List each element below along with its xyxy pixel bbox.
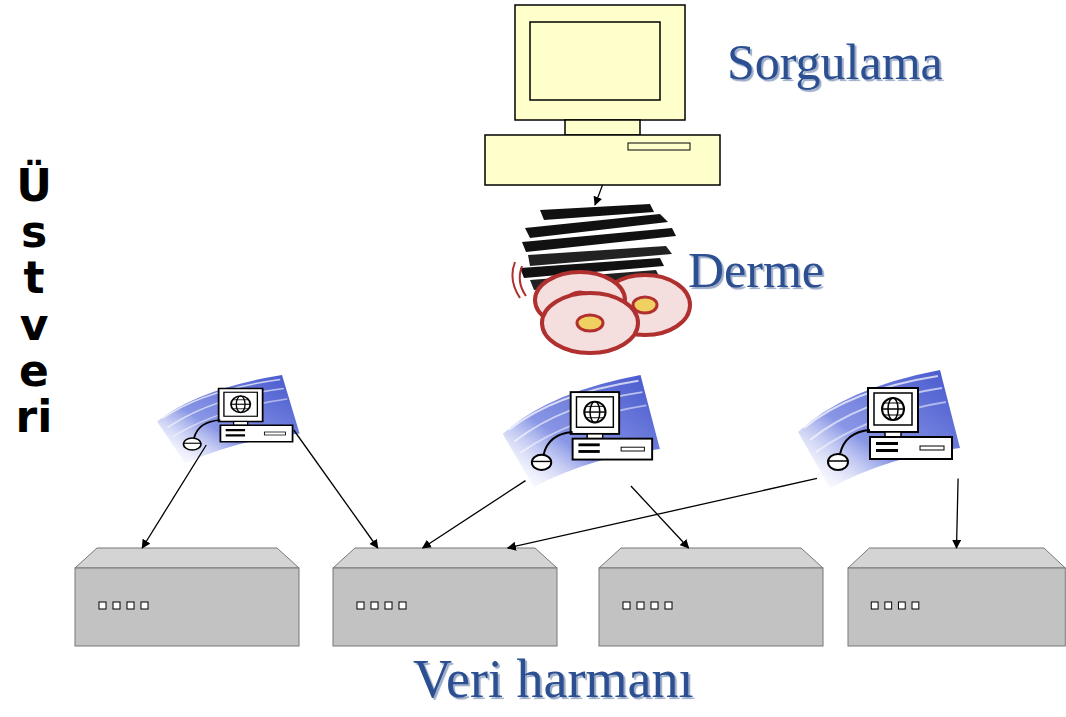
- data-store: [599, 548, 823, 646]
- vertical-label: Üstveri: [12, 163, 56, 440]
- arrow-connector: [595, 185, 603, 205]
- arrow-connector: [423, 481, 526, 548]
- network-computer: [157, 375, 300, 464]
- icon-node: Derme: [510, 205, 680, 355]
- node-label: Derme: [688, 245, 824, 295]
- icon-node: [333, 548, 557, 646]
- node-label: Sorgulama: [727, 37, 943, 87]
- query-computer: [485, 5, 720, 185]
- discs: [535, 272, 690, 353]
- network-computer: [798, 370, 960, 488]
- arrow-connector: [142, 445, 206, 548]
- data-store: [75, 548, 299, 646]
- icon-node: [510, 378, 665, 486]
- icon-node: [175, 385, 300, 460]
- network-computer: [503, 375, 660, 487]
- icon-node: [800, 372, 970, 484]
- arrow-connector: [294, 430, 378, 548]
- data-store: [333, 548, 557, 646]
- arrow-connector: [957, 478, 959, 548]
- arrow-connector: [508, 478, 817, 548]
- caption-label: Veri harmanı: [413, 652, 693, 706]
- icon-node: [599, 548, 823, 646]
- icon-node: [848, 548, 1065, 646]
- icon-node: Sorgulama: [485, 5, 720, 185]
- data-store: [848, 548, 1065, 646]
- arrow-connector: [631, 486, 689, 548]
- icon-node: [75, 548, 299, 646]
